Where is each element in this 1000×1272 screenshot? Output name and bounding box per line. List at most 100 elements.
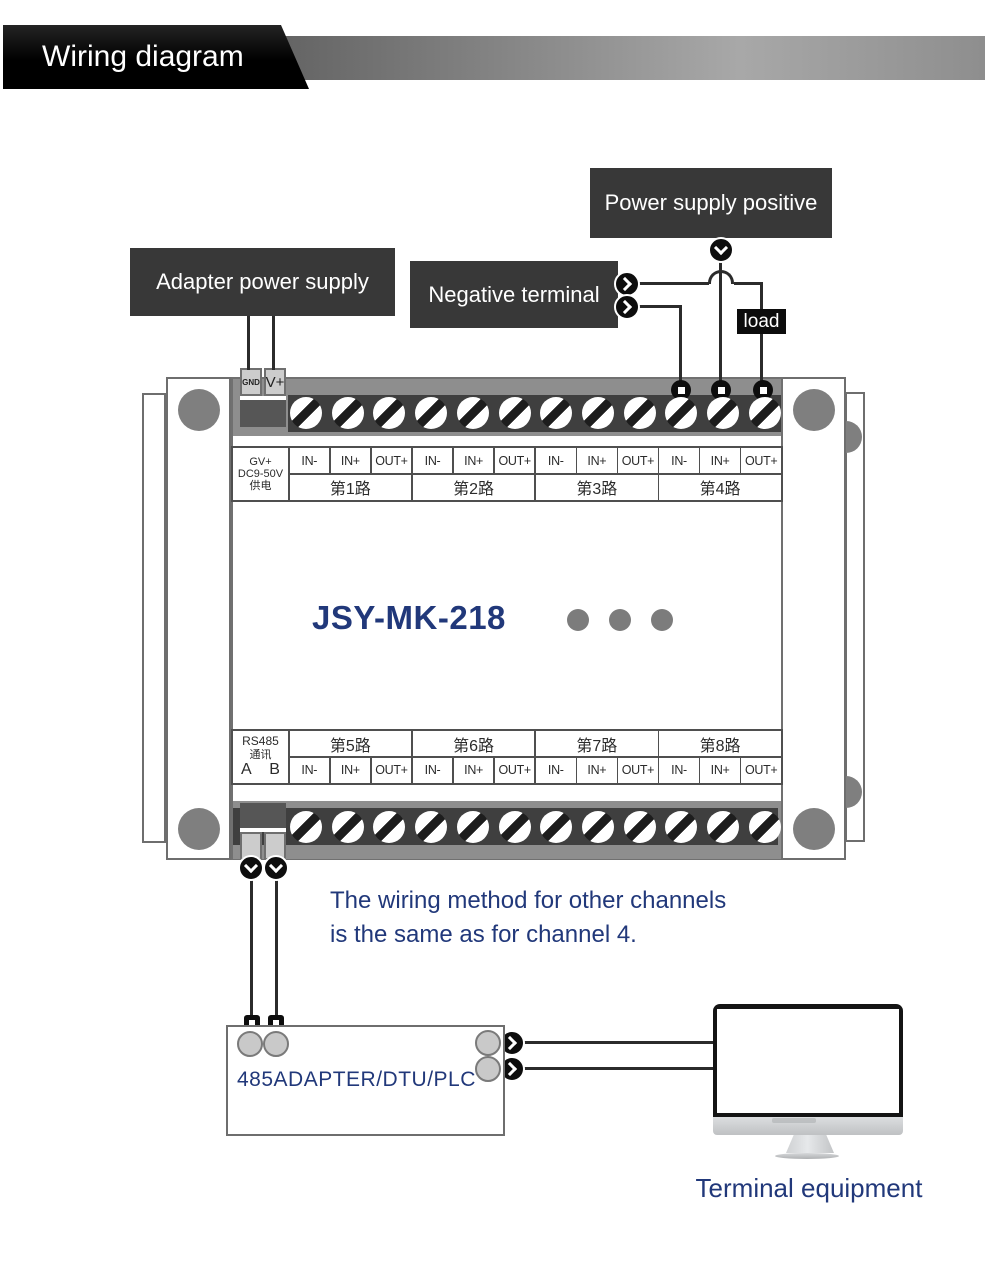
screw-terminal bbox=[498, 397, 531, 429]
page-title-banner: Wiring diagram bbox=[3, 25, 309, 89]
led-indicator bbox=[567, 609, 589, 631]
pin-label: IN- bbox=[412, 757, 453, 783]
screw-terminal bbox=[748, 811, 781, 843]
adapter-wire-gnd bbox=[247, 316, 250, 370]
pin-label: IN+ bbox=[453, 757, 494, 783]
screw-terminal bbox=[540, 397, 573, 429]
pin-label: IN- bbox=[289, 448, 330, 474]
monitor-chin bbox=[713, 1117, 903, 1135]
din-rail-right bbox=[845, 392, 865, 842]
callout-power-positive: Power supply positive bbox=[590, 168, 832, 238]
mount-hole bbox=[178, 389, 220, 431]
adapter-port bbox=[475, 1056, 501, 1082]
note-text: The wiring method for other channels is … bbox=[330, 884, 726, 952]
monitor-stand-neck bbox=[786, 1135, 834, 1153]
rs485-plug-line bbox=[240, 828, 286, 832]
arrow-down-icon bbox=[708, 237, 734, 263]
pin-label: IN- bbox=[535, 448, 576, 474]
screw-terminal bbox=[665, 397, 698, 429]
screw-terminal bbox=[331, 397, 364, 429]
adapter-label: 485ADAPTER/DTU/PLC bbox=[237, 1068, 476, 1091]
header-ribbon bbox=[283, 36, 985, 80]
pin-label: OUT+ bbox=[618, 448, 658, 474]
channel-label: 第3路 bbox=[535, 474, 658, 500]
callout-negative-terminal: Negative terminal bbox=[410, 261, 618, 328]
pin-label: IN+ bbox=[330, 757, 371, 783]
channel-label: 第4路 bbox=[659, 474, 781, 500]
negative-wire-top bbox=[638, 282, 709, 285]
gnd-terminal: GND bbox=[240, 368, 262, 396]
rs485-wire-b bbox=[275, 879, 278, 1018]
channel-label: 第7路 bbox=[535, 731, 658, 757]
wire-lug-in-minus bbox=[671, 380, 691, 400]
screw-terminal bbox=[456, 397, 489, 429]
rs485-wire-a bbox=[250, 879, 253, 1018]
page-title: Wiring diagram bbox=[42, 40, 244, 73]
note-line-2: is the same as for channel 4. bbox=[330, 921, 637, 948]
arrow-down-icon bbox=[238, 855, 264, 881]
screw-terminal bbox=[582, 811, 615, 843]
pin-label: IN+ bbox=[700, 448, 740, 474]
screw-terminal bbox=[415, 811, 448, 843]
channel-label: 第8路 bbox=[659, 731, 781, 757]
wire-hop bbox=[708, 270, 734, 284]
rs485-plug-base bbox=[240, 803, 286, 829]
vplus-terminal: V+ bbox=[264, 368, 286, 396]
terminal-equipment-label: Terminal equipment bbox=[695, 1173, 923, 1203]
adapter-port bbox=[475, 1030, 501, 1056]
note-line-1: The wiring method for other channels bbox=[330, 887, 727, 914]
channel-label: 第1路 bbox=[289, 474, 412, 500]
pin-label: IN- bbox=[412, 448, 453, 474]
screw-terminal bbox=[707, 811, 740, 843]
monitor-logo-shadow bbox=[772, 1118, 816, 1123]
screw-terminal bbox=[582, 397, 615, 429]
pin-label: OUT+ bbox=[494, 448, 535, 474]
monitor-wire-2 bbox=[522, 1067, 714, 1070]
arrow-down-icon bbox=[263, 855, 289, 881]
monitor-stand-base bbox=[775, 1153, 839, 1159]
pin-label: IN+ bbox=[453, 448, 494, 474]
pin-label: OUT+ bbox=[741, 757, 781, 783]
channel-label: 第5路 bbox=[289, 731, 412, 757]
screw-terminal bbox=[415, 397, 448, 429]
wire-lug-in-plus bbox=[711, 380, 731, 400]
pin-label: OUT+ bbox=[371, 448, 412, 474]
adapter-wire-vplus bbox=[272, 316, 275, 370]
pin-label: IN- bbox=[659, 757, 699, 783]
screw-terminal bbox=[373, 811, 406, 843]
adapter-port bbox=[237, 1031, 263, 1057]
mount-hole bbox=[178, 808, 220, 850]
screw-terminal bbox=[290, 811, 322, 843]
pin-label: IN+ bbox=[577, 448, 617, 474]
screw-terminal bbox=[290, 397, 322, 429]
negative-wire-bottom bbox=[638, 305, 681, 308]
negative-wire-top2 bbox=[734, 282, 763, 285]
screw-terminal bbox=[748, 397, 781, 429]
screw-terminal bbox=[540, 811, 573, 843]
pin-label: IN- bbox=[659, 448, 699, 474]
screw-terminal bbox=[665, 811, 698, 843]
pin-label: IN+ bbox=[577, 757, 617, 783]
channel-label: 第6路 bbox=[412, 731, 535, 757]
screw-terminal bbox=[331, 811, 364, 843]
screw-terminal bbox=[623, 811, 656, 843]
negative-wire-bottom2 bbox=[679, 305, 682, 383]
mount-hole bbox=[793, 808, 835, 850]
load-label: load bbox=[737, 309, 786, 334]
led-indicator bbox=[609, 609, 631, 631]
pin-label: OUT+ bbox=[371, 757, 412, 783]
monitor-wire-1 bbox=[522, 1041, 714, 1044]
callout-adapter-power: Adapter power supply bbox=[130, 248, 395, 316]
pin-label: IN+ bbox=[330, 448, 371, 474]
pin-label: IN- bbox=[289, 757, 330, 783]
mount-ear-right bbox=[781, 377, 846, 860]
model-label: JSY-MK-218 bbox=[312, 599, 506, 636]
led-indicator bbox=[651, 609, 673, 631]
mount-hole bbox=[793, 389, 835, 431]
channel-label: 第2路 bbox=[412, 474, 535, 500]
arrow-right-icon bbox=[614, 294, 640, 320]
